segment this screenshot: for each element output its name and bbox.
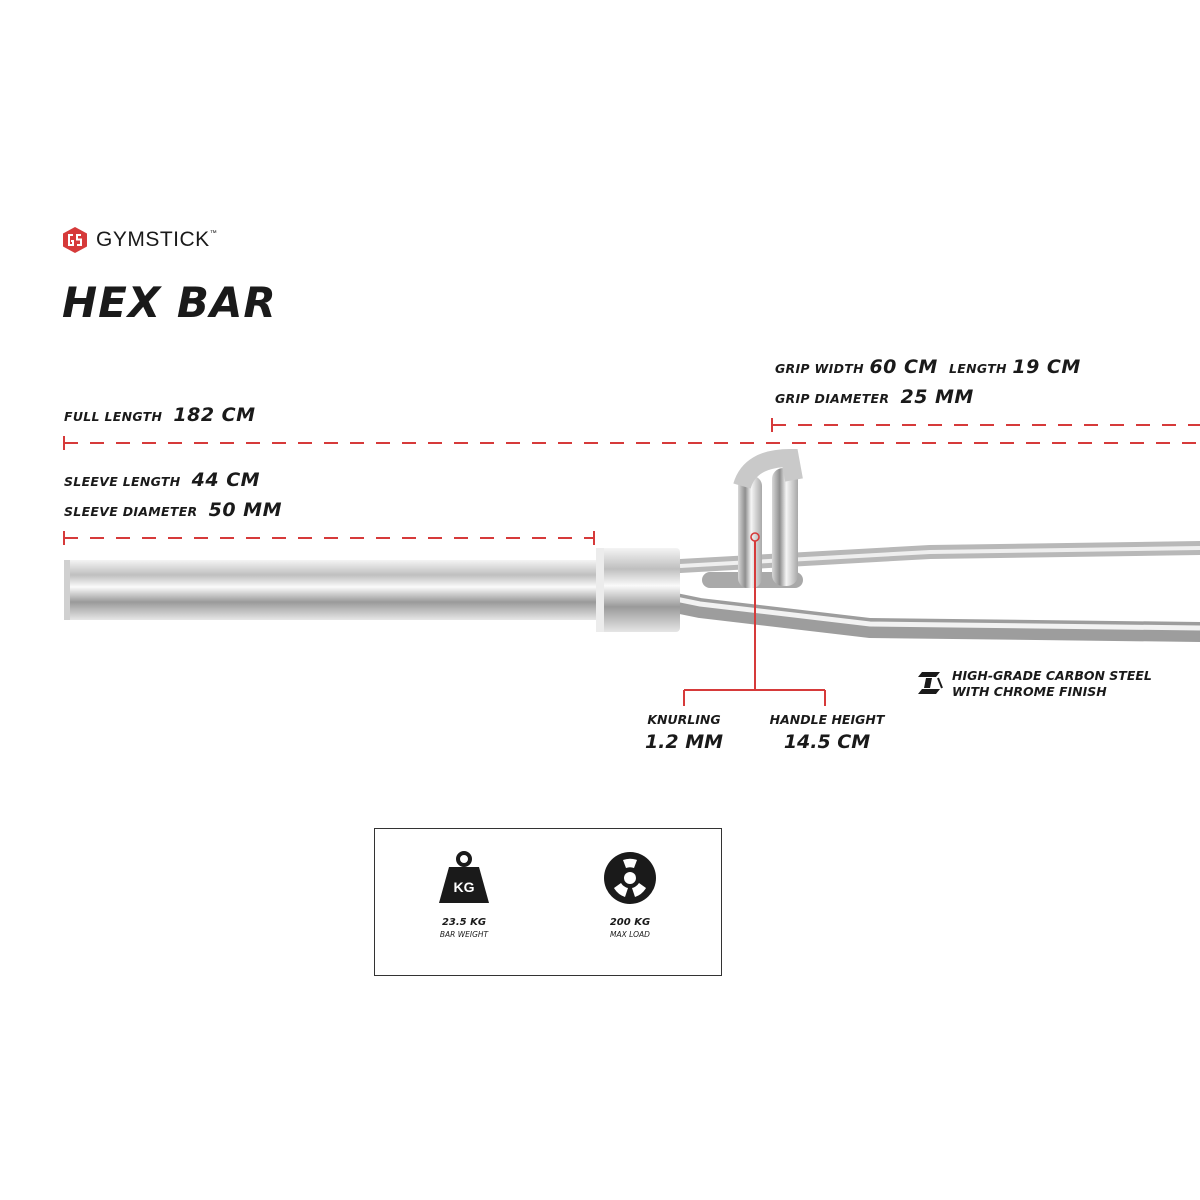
bar-weight-label: BAR WEIGHT bbox=[439, 930, 489, 939]
brand-name: GYMSTICK™ bbox=[96, 228, 218, 251]
grip-diameter-spec: GRIP DIAMETER 25 MM bbox=[775, 386, 974, 408]
gymstick-logo-icon bbox=[63, 227, 87, 253]
knurling-spec: KNURLING 1.2 MM bbox=[644, 712, 724, 753]
max-load-value: 200 KG bbox=[609, 917, 651, 928]
max-load-label: MAX LOAD bbox=[610, 930, 650, 939]
kettle-weight-icon: KG bbox=[439, 851, 489, 903]
material-line-2: WITH CHROME FINISH bbox=[952, 684, 1107, 699]
max-load-item: 200 KG MAX LOAD bbox=[560, 851, 700, 939]
sleeve-length-spec: SLEEVE LENGTH 44 CM bbox=[64, 469, 261, 491]
bar-weight-value: 23.5 KG bbox=[441, 917, 487, 928]
hex-bar-image bbox=[64, 448, 1200, 642]
sleeve-length-dimension-line bbox=[63, 531, 595, 545]
grip-width-spec: GRIP WIDTH 60 CM LENGTH 19 CM bbox=[775, 356, 1081, 378]
handle-dimension-pointer bbox=[683, 532, 826, 706]
page-title: HEX BAR bbox=[62, 278, 277, 327]
bar-weight-item: KG 23.5 KG BAR WEIGHT bbox=[394, 851, 534, 939]
specs-summary-box: KG 23.5 KG BAR WEIGHT 200 KG MAX LOAD bbox=[374, 828, 722, 976]
steel-beam-icon bbox=[918, 672, 943, 694]
handle-height-spec: HANDLE HEIGHT 14.5 CM bbox=[769, 712, 885, 753]
material-note: HIGH-GRADE CARBON STEEL WITH CHROME FINI… bbox=[918, 668, 1152, 700]
sleeve-diameter-spec: SLEEVE DIAMETER 50 MM bbox=[64, 499, 282, 521]
weight-plate-icon bbox=[604, 852, 656, 904]
grip-width-dimension-line bbox=[771, 418, 1200, 432]
brand-logo: GYMSTICK™ bbox=[62, 226, 217, 254]
kettle-weight-label: KG bbox=[454, 879, 475, 895]
full-length-spec: FULL LENGTH 182 CM bbox=[64, 404, 256, 426]
material-line-1: HIGH-GRADE CARBON STEEL bbox=[952, 668, 1152, 683]
full-length-dimension-line bbox=[63, 436, 1200, 450]
